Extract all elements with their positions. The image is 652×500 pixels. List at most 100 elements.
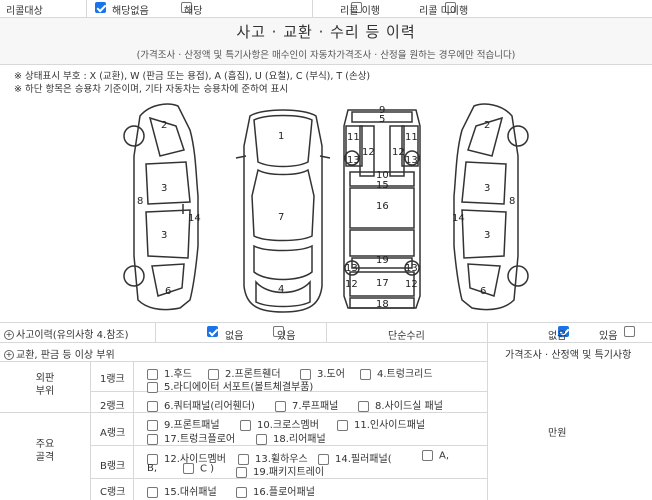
inside-panel-checkbox[interactable] xyxy=(337,419,348,431)
trunk-floor-checkbox[interactable] xyxy=(147,433,158,445)
part-3-left-upper-label: 3 xyxy=(161,183,168,194)
dash-panel-checkbox[interactable] xyxy=(147,486,158,498)
recall-none-checkbox[interactable] xyxy=(95,2,106,13)
part-14-left-label: 14 xyxy=(188,213,201,224)
recall-done-checkbox[interactable] xyxy=(351,2,363,13)
part-5-label: 5 xyxy=(379,114,386,125)
quarter-panel-label: 6.쿼터패널(리어휀더) xyxy=(164,401,255,412)
side-member-label: 12.사이드멤버 xyxy=(164,454,226,465)
price-unit: 만원 xyxy=(548,428,567,439)
ranka-item-inside-panel[interactable]: 11.인사이드패널 xyxy=(337,416,425,431)
part-10-label: 10 xyxy=(376,170,389,181)
ranka-item-rear-panel[interactable]: 18.리어패널 xyxy=(256,430,326,445)
rankc-item-dash-panel[interactable]: 15.대쉬패널 xyxy=(147,483,217,498)
roof-panel-checkbox[interactable] xyxy=(275,400,286,412)
floor-panel-checkbox[interactable] xyxy=(236,486,247,498)
rankb-item-package-tray[interactable]: 19.패키지트레이 xyxy=(236,463,324,478)
frame-view xyxy=(343,109,421,309)
part-12-rear-right-label: 12 xyxy=(405,279,418,290)
hood-checkbox[interactable] xyxy=(147,368,158,380)
rank-2-label: 2랭크 xyxy=(100,401,125,412)
simple-exists-checkbox[interactable] xyxy=(623,326,635,337)
door-checkbox[interactable] xyxy=(300,368,311,380)
part-9-label: 9 xyxy=(379,105,386,116)
side-sill-checkbox[interactable] xyxy=(358,400,369,412)
pillar-a-checkbox[interactable] xyxy=(422,450,433,461)
rankb-item-pillar-b[interactable]: B, xyxy=(147,463,157,474)
cross-member-checkbox[interactable] xyxy=(240,419,251,431)
accident-label-wrap: +사고이력(유의사항 4.참조) xyxy=(4,326,129,341)
outer-panel-label: 외판 부위 xyxy=(35,373,55,397)
trunk-lid-checkbox[interactable] xyxy=(360,368,371,380)
part-13-rear-left-label: 13 xyxy=(345,263,358,274)
rank2-item-roof-panel[interactable]: 7.루프패널 xyxy=(275,397,338,412)
rank1-item-trunk-lid[interactable]: 4.트렁크리드 xyxy=(360,365,433,380)
simple-none-label: 없음 xyxy=(548,331,567,342)
quarter-panel-checkbox[interactable] xyxy=(147,400,158,412)
rankb-item-side-member[interactable]: 12.사이드멤버 xyxy=(147,450,226,465)
front-fender-checkbox[interactable] xyxy=(208,368,219,380)
rank1-item-hood[interactable]: 1.후드 xyxy=(147,365,192,380)
part-11-left-label: 11 xyxy=(347,132,360,143)
recall-notdone-checkbox[interactable] xyxy=(444,2,456,13)
part-6-right-label: 6 xyxy=(480,286,487,297)
recall-yes-label: 해당 xyxy=(184,6,203,17)
part-19-label: 19 xyxy=(376,255,389,266)
radiator-support-label: 5.라디에이터 서포트(볼트체결부품) xyxy=(164,382,314,393)
rear-panel-checkbox[interactable] xyxy=(256,433,267,445)
rank2-item-side-sill[interactable]: 8.사이드실 패널 xyxy=(358,397,443,412)
simple-none-checkbox[interactable] xyxy=(558,326,570,337)
part-2-right-label: 2 xyxy=(484,120,491,131)
diagram-labels: 2 3 8 14 3 6 1 7 4 9 5 11 11 12 12 13 13… xyxy=(0,96,652,318)
rankb-item-pillar-c[interactable]: C ) xyxy=(183,463,214,475)
part-18-label: 18 xyxy=(376,299,389,310)
rankc-item-floor-panel[interactable]: 16.플로어패널 xyxy=(236,483,315,498)
accident-none-label: 없음 xyxy=(225,331,244,342)
ranka-item-trunk-floor[interactable]: 17.트렁크플로어 xyxy=(147,430,235,445)
door-label: 3.도어 xyxy=(317,369,345,380)
symbol-note: ※ 상태표시 부호 : X (교환), W (판금 또는 용접), A (흠집)… xyxy=(14,71,371,82)
simple-exists-label: 있음 xyxy=(599,331,618,342)
wheel-house-checkbox[interactable] xyxy=(238,453,249,465)
part-2-left-label: 2 xyxy=(161,120,168,131)
standard-note: ※ 하단 항목은 승용차 기준이며, 기타 자동차는 승용차에 준하여 표시 xyxy=(14,84,289,95)
car-diagram xyxy=(123,103,529,313)
ranka-item-cross-member[interactable]: 10.크로스멤버 xyxy=(240,416,319,431)
part-11-right-label: 11 xyxy=(405,132,418,143)
rank-c-label: C랭크 xyxy=(100,487,126,498)
pillar-c-checkbox[interactable] xyxy=(183,463,194,474)
inside-panel-label: 11.인사이드패널 xyxy=(354,420,426,431)
part-1-label: 1 xyxy=(278,131,285,142)
rankb-item-pillar-a[interactable]: A, xyxy=(422,450,449,462)
rank2-item-quarter-panel[interactable]: 6.쿼터패널(리어휀더) xyxy=(147,397,255,412)
package-tray-checkbox[interactable] xyxy=(236,466,247,478)
accident-none-checkbox[interactable] xyxy=(207,326,218,337)
rank1-item-radiator-support[interactable]: 5.라디에이터 서포트(볼트체결부품) xyxy=(147,378,313,393)
part-7-label: 7 xyxy=(278,212,285,223)
pillar-a-label: A, xyxy=(439,450,450,462)
ranka-item-front-panel[interactable]: 9.프론트패널 xyxy=(147,416,220,431)
pillar-label: 14.필러패널( xyxy=(335,454,392,465)
rank1-item-front-fender[interactable]: 2.프론트휀더 xyxy=(208,365,281,380)
pillar-checkbox[interactable] xyxy=(318,453,329,465)
rankb-item-pillar[interactable]: 14.필러패널( xyxy=(318,450,392,465)
side-member-checkbox[interactable] xyxy=(147,453,158,465)
recall-yes-checkbox[interactable] xyxy=(181,2,193,13)
front-panel-label: 9.프론트패널 xyxy=(164,420,220,431)
page-title: 사고 · 교환 · 수리 등 이력 xyxy=(236,23,416,41)
accident-exists-checkbox[interactable] xyxy=(273,326,285,337)
radiator-support-checkbox[interactable] xyxy=(147,381,158,393)
part-13-right-label: 13 xyxy=(405,155,418,166)
trunk-lid-label: 4.트렁크리드 xyxy=(377,369,433,380)
rankb-item-wheel-house[interactable]: 13.휠하우스 xyxy=(238,450,308,465)
hood-label: 1.후드 xyxy=(164,369,192,380)
part-13-left-label: 13 xyxy=(347,155,360,166)
side-sill-label: 8.사이드실 패널 xyxy=(375,401,443,412)
recall-none-label: 해당없음 xyxy=(112,6,149,17)
part-17-label: 17 xyxy=(376,278,389,289)
rank1-item-door[interactable]: 3.도어 xyxy=(300,365,345,380)
recall-label: 리콜대상 xyxy=(6,6,43,17)
front-panel-checkbox[interactable] xyxy=(147,419,158,431)
pillar-b-label: B, xyxy=(147,463,158,474)
parts-header-row: +교환, 판금 등 이상 부위 가격조사 · 산정액 및 특기사항 xyxy=(0,343,652,361)
